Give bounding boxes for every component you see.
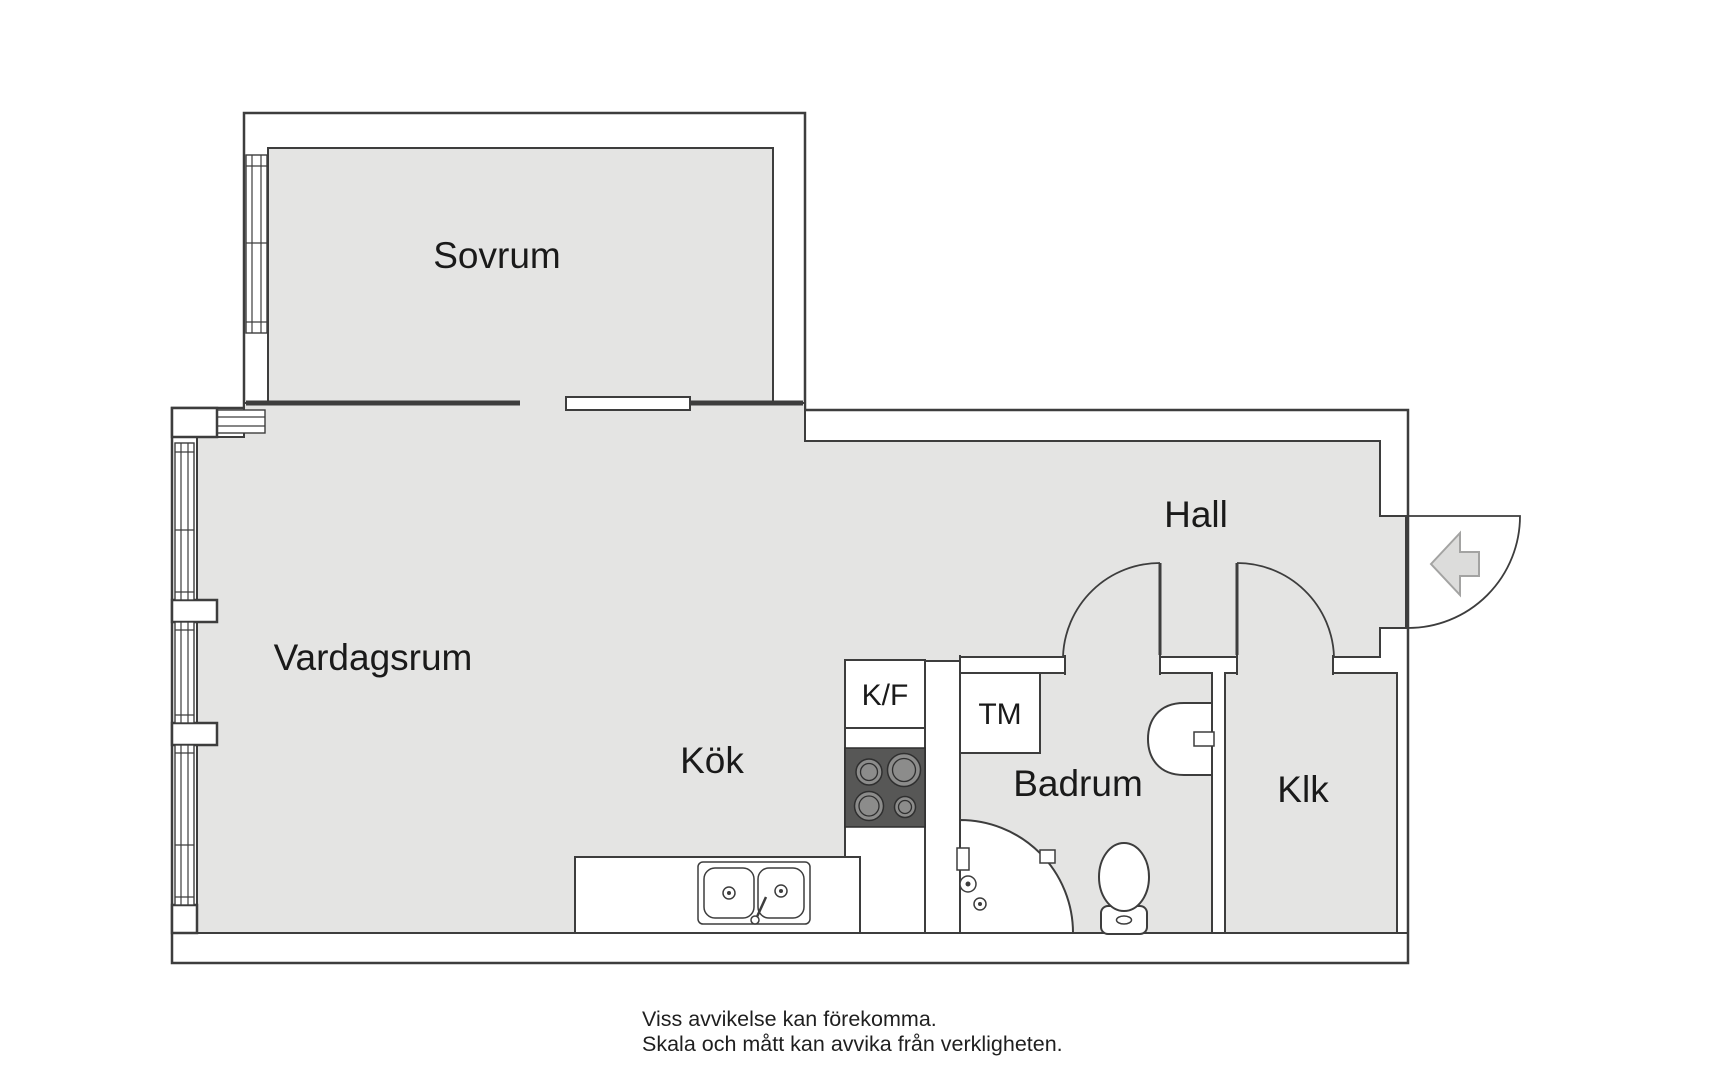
footer-line-1: Viss avvikelse kan förekomma.: [642, 1007, 937, 1031]
toilet: [1098, 842, 1150, 935]
klk-door-opening: [1238, 655, 1332, 675]
entrance-arrow-icon: [1429, 530, 1480, 598]
washbasin: [1146, 702, 1215, 776]
room-label-klk: Klk: [1277, 769, 1329, 810]
badrum-door-opening: [1066, 655, 1159, 675]
left-window-3: [174, 744, 195, 906]
entrance-door: [1407, 515, 1521, 629]
washing-machine-box: [959, 672, 1041, 754]
shower: [956, 818, 1075, 934]
room-label-kok: Kök: [680, 740, 744, 781]
sovrum-door-leaf: [565, 396, 691, 411]
badrum-door: [1062, 562, 1162, 658]
klk-door: [1235, 562, 1335, 658]
left-window-2: [174, 621, 195, 724]
room-label-vardagsrum: Vardagsrum: [274, 637, 473, 678]
wall-block: [170, 903, 199, 935]
sovrum-window: [245, 154, 268, 334]
room-label-badrum: Badrum: [1013, 763, 1143, 804]
footer-line-2: Skala och mått kan avvika från verklighe…: [642, 1032, 1063, 1056]
left-window-1: [174, 442, 195, 601]
room-sovrum-floor: [267, 147, 774, 404]
room-klk-floor: [1224, 672, 1398, 934]
wall-stub: [170, 598, 219, 624]
kitchen-sink: [697, 861, 811, 925]
fixture-label-kf: K/F: [862, 679, 909, 712]
wall-block: [170, 406, 219, 439]
wall-stub: [170, 721, 219, 747]
room-label-hall: Hall: [1164, 494, 1228, 535]
fixture-label-tm: TM: [978, 698, 1021, 731]
stove: [844, 747, 926, 828]
room-label-sovrum: Sovrum: [433, 235, 560, 276]
